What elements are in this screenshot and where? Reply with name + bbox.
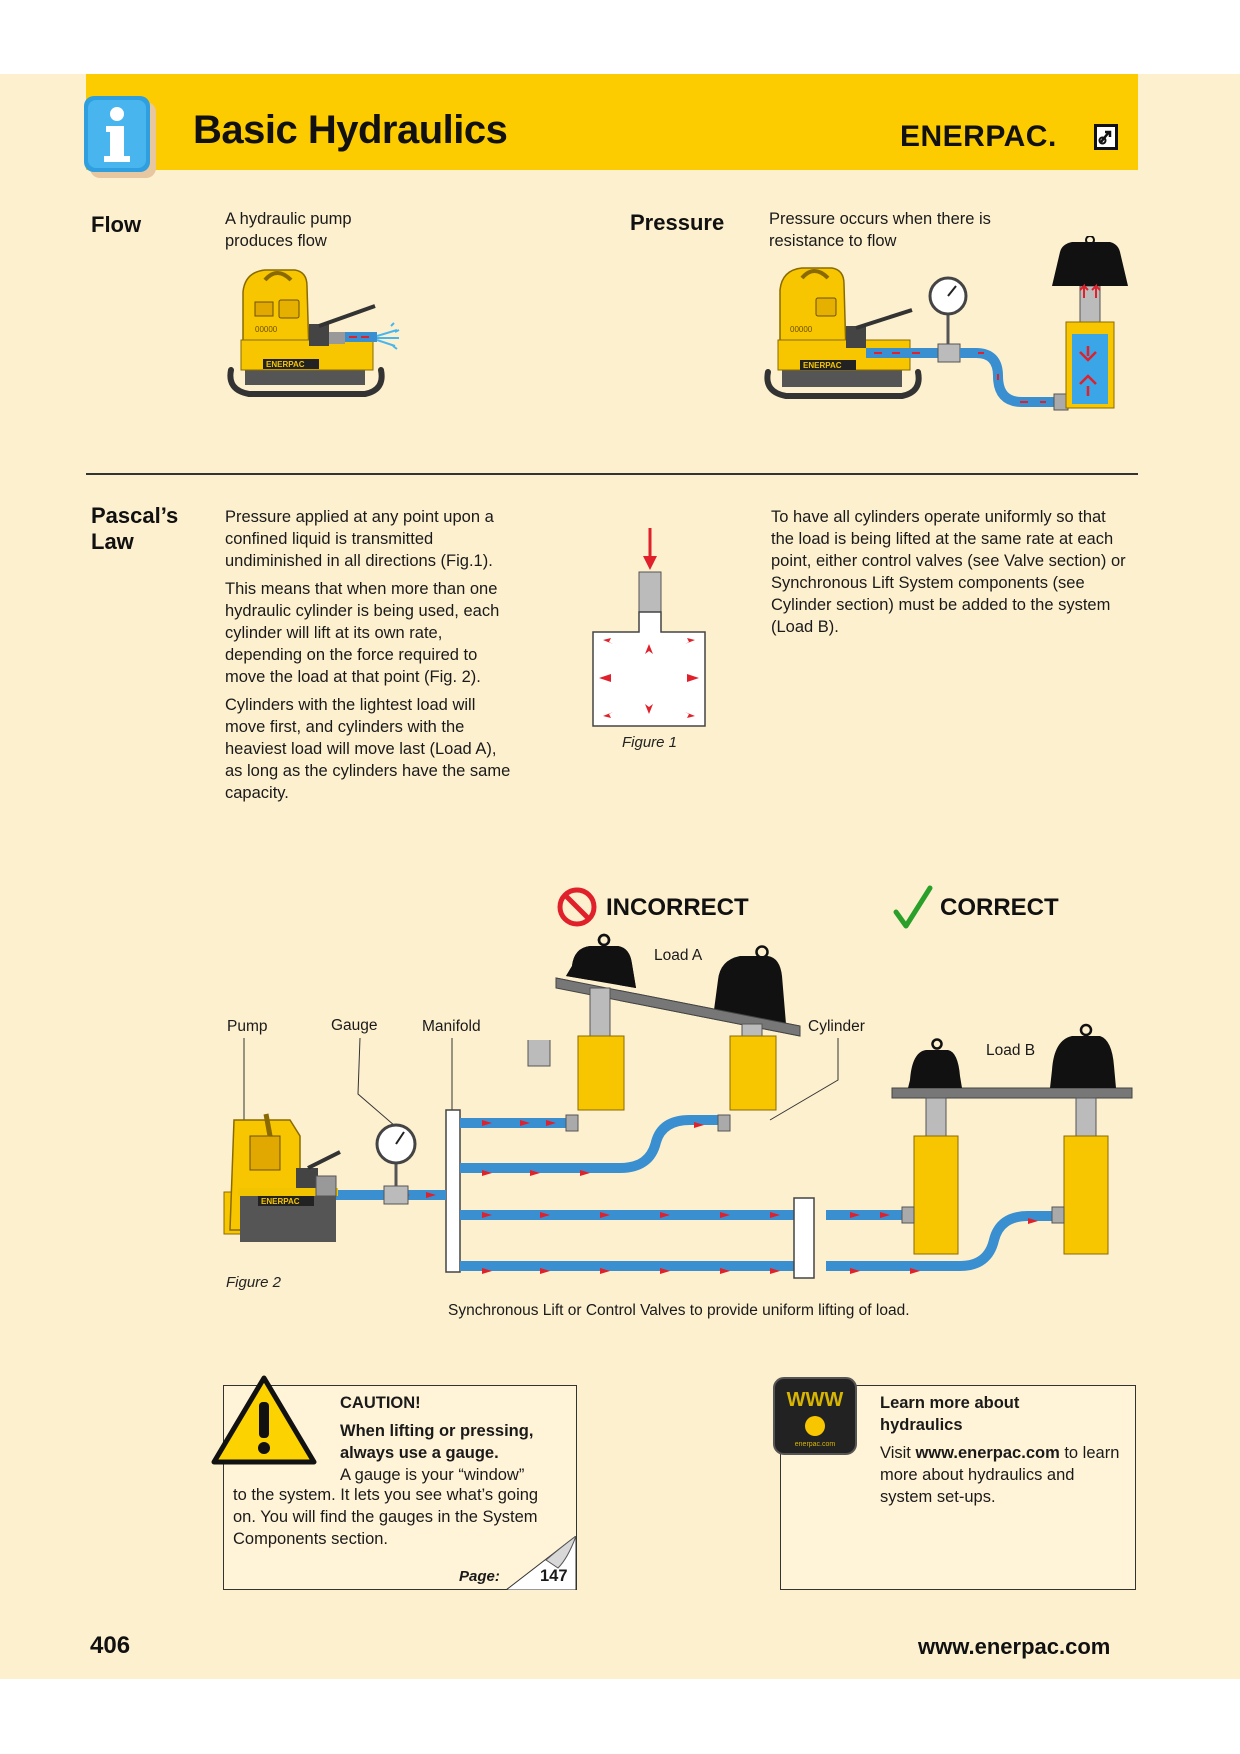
caution-title: CAUTION! — [340, 1394, 421, 1412]
flow-heading: Flow — [91, 212, 142, 237]
svg-text:ENERPAC: ENERPAC — [803, 361, 842, 370]
pascal-heading-line1: Pascal’s — [91, 503, 179, 528]
pump-label: Pump — [227, 1018, 268, 1035]
caution-text-rest: to the system. It lets you see what’s go… — [233, 1486, 539, 1548]
www-globe-icon[interactable]: WWW enerpac.com — [772, 1376, 858, 1456]
flow-text-line1: A hydraulic pump — [225, 210, 352, 228]
enerpac-mark-icon — [1094, 124, 1118, 150]
pascal-right-text: To have all cylinders operate uniformly … — [771, 508, 1126, 636]
load-a-label: Load A — [654, 947, 703, 964]
web-title-line2: hydraulics — [880, 1416, 963, 1434]
pressure-text: Pressure occurs when there is resistance… — [769, 208, 991, 252]
pascal-para3: Cylinders with the lightest load will mo… — [225, 696, 511, 802]
caution-text-line1: A gauge is your “window” — [340, 1466, 525, 1484]
pascal-text: Pressure applied at any point upon a con… — [225, 506, 515, 810]
figure1-caption: Figure 1 — [622, 734, 678, 751]
figure1-diagram — [592, 528, 706, 727]
web-info-text: Learn more about hydraulics Visit www.en… — [880, 1392, 1130, 1508]
correct-label: CORRECT — [940, 894, 1059, 921]
prohibited-icon — [557, 887, 597, 927]
brand-logo: ENERPAC. — [900, 120, 1057, 153]
pressure-system-illustration: 00000 ENERPAC — [764, 236, 1128, 411]
www-icon-subtext: enerpac.com — [795, 1441, 836, 1448]
pascal-heading: Pascal’s Law — [91, 503, 178, 555]
svg-text:00000: 00000 — [790, 325, 813, 334]
web-url-link[interactable]: www.enerpac.com — [915, 1444, 1060, 1462]
pascal-heading-line2: Law — [91, 529, 134, 554]
flow-pump-label: ENERPAC — [266, 360, 305, 369]
web-title-line1: Learn more about — [880, 1394, 1020, 1412]
caution-text-top: CAUTION! When lifting or pressing, alway… — [340, 1392, 570, 1486]
caution-page-number[interactable]: 147 — [540, 1567, 568, 1585]
flow-text: A hydraulic pump produces flow — [225, 208, 352, 252]
gauge-label: Gauge — [331, 1017, 378, 1034]
figure2-components: ENERPAC — [223, 933, 1133, 1279]
pressure-text-line2: resistance to flow — [769, 232, 897, 250]
pressure-heading: Pressure — [630, 210, 725, 235]
checkmark-icon — [893, 885, 933, 929]
pressure-text-line1: Pressure occurs when there is — [769, 210, 991, 228]
web-text-post: to learn more about hydraulics and syste… — [880, 1444, 1120, 1506]
figure2-note: Synchronous Lift or Control Valves to pr… — [448, 1302, 910, 1319]
flow-text-line2: produces flow — [225, 232, 327, 250]
flow-pump-illustration: 00000 ENERPAC — [227, 269, 400, 397]
pascal-para2: This means that when more than one hydra… — [225, 580, 500, 686]
page-number: 406 — [90, 1632, 131, 1659]
caution-page-label: Page: — [459, 1568, 500, 1585]
section-divider — [86, 473, 1138, 475]
incorrect-label: INCORRECT — [606, 894, 749, 921]
load-b-label: Load B — [986, 1042, 1035, 1059]
header-bar — [86, 74, 1138, 170]
info-icon — [84, 96, 156, 178]
caution-bold-line2: always use a gauge. — [340, 1444, 499, 1462]
page-title: Basic Hydraulics — [193, 108, 508, 152]
pascal-para1: Pressure applied at any point upon a con… — [225, 508, 494, 570]
footer-url-link[interactable]: www.enerpac.com — [918, 1634, 1111, 1659]
www-icon-text: WWW — [787, 1389, 844, 1411]
manifold-label: Manifold — [422, 1018, 481, 1035]
warning-icon — [211, 1375, 317, 1465]
figure2-pump-label: ENERPAC — [261, 1197, 300, 1206]
page-curl-icon — [506, 1536, 576, 1590]
cylinder-label: Cylinder — [808, 1018, 865, 1035]
figure2-caption: Figure 2 — [226, 1274, 282, 1291]
web-body: Visit www.enerpac.com to learn more abou… — [880, 1442, 1130, 1508]
svg-text:00000: 00000 — [255, 325, 278, 334]
web-text-pre: Visit — [880, 1444, 916, 1462]
caution-bold-line1: When lifting or pressing, — [340, 1422, 534, 1440]
